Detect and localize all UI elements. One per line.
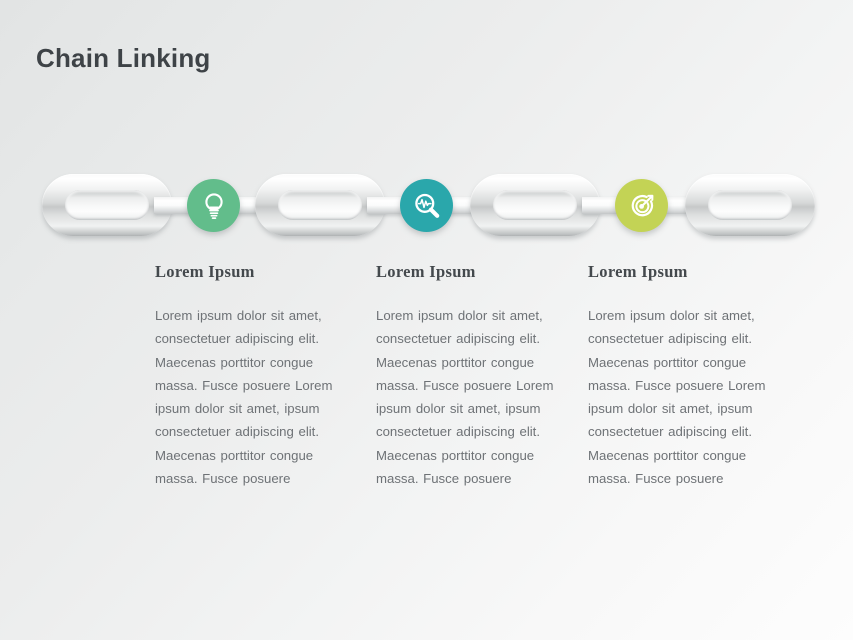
page-title: Chain Linking: [36, 43, 211, 73]
chain-link-hole: [278, 190, 362, 220]
column-body-text: Lorem ipsum dolor sit amet, consectetuer…: [155, 308, 333, 487]
chain-graphic: [0, 160, 853, 252]
chain-node-analysis[interactable]: [400, 179, 453, 232]
content-column-1: Lorem Ipsum Lorem ipsum dolor sit amet, …: [155, 262, 333, 490]
chain-node-target[interactable]: [615, 179, 668, 232]
column-heading: Lorem Ipsum: [588, 262, 688, 281]
content-column-2: Lorem Ipsum Lorem ipsum dolor sit amet, …: [376, 262, 554, 490]
column-heading: Lorem Ipsum: [376, 262, 476, 281]
target-arrow-icon: [627, 191, 657, 221]
magnifier-pulse-icon: [412, 191, 442, 221]
chain-node-lightbulb[interactable]: [187, 179, 240, 232]
content-columns: Lorem Ipsum Lorem ipsum dolor sit amet, …: [0, 262, 853, 592]
column-body-text: Lorem ipsum dolor sit amet, consectetuer…: [376, 308, 554, 487]
chain-link-3: [438, 174, 630, 236]
chain-link-4: [653, 174, 815, 236]
chain-link-2: [223, 174, 415, 236]
content-column-3: Lorem Ipsum Lorem ipsum dolor sit amet, …: [588, 262, 766, 490]
column-body-text: Lorem ipsum dolor sit amet, consectetuer…: [588, 308, 766, 487]
chain-link-hole: [493, 190, 577, 220]
chain-link-1: [42, 174, 202, 236]
lightbulb-icon: [201, 191, 227, 221]
chain-link-hole: [708, 190, 792, 220]
column-heading: Lorem Ipsum: [155, 262, 255, 281]
chain-link-hole: [65, 190, 149, 220]
